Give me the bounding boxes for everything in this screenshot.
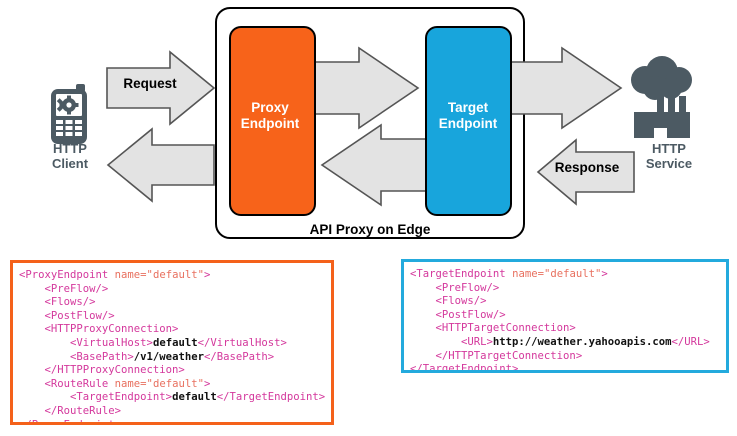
code-token-tag: <Flows/>	[44, 296, 96, 309]
code-token-tag: </URL>	[671, 335, 710, 348]
code-line: <Flows/>	[410, 295, 722, 309]
code-token-tag: <BasePath>	[70, 350, 134, 363]
client-response-arrow	[106, 127, 215, 203]
response-arrow-label: Response	[554, 160, 620, 175]
api-proxy-title: API Proxy on Edge	[309, 222, 431, 237]
code-token-tag: >	[203, 269, 211, 281]
code-token-tag: <RouteRule	[44, 377, 115, 390]
code-token-tag: <TargetEndpoint>	[70, 391, 173, 404]
request-arrow	[106, 50, 216, 126]
api-proxy-diagram	[51, 7, 692, 239]
code-token-text: default	[172, 391, 217, 404]
code-token-tag: <HTTPProxyConnection>	[44, 323, 179, 336]
code-line: <ProxyEndpoint name="default">	[19, 269, 327, 283]
http-service-label: HTTP Service	[645, 141, 693, 172]
code-token-tag: <PreFlow/>	[435, 281, 500, 294]
code-token-tag: <PreFlow/>	[44, 282, 109, 295]
target-endpoint-label: Target Endpoint	[438, 100, 498, 131]
code-line: </TargetEndpoint>	[410, 363, 722, 373]
code-token-text: /v1/weather	[133, 350, 204, 363]
code-line: <PreFlow/>	[19, 283, 327, 297]
code-token-tag: >	[203, 377, 211, 390]
code-line: <RouteRule name="default">	[19, 378, 327, 392]
code-token-tag: <PostFlow/>	[435, 308, 506, 321]
proxy-endpoint-label: Proxy Endpoint	[240, 100, 300, 131]
code-token-tag: <ProxyEndpoint	[19, 269, 115, 281]
code-token-tag: <URL>	[461, 335, 493, 348]
code-token-attr: name="default"	[114, 377, 204, 390]
target-endpoint-xml-block: <TargetEndpoint name="default"><PreFlow/…	[401, 259, 729, 373]
code-line: <PostFlow/>	[19, 310, 327, 324]
code-token-attr: name="default"	[114, 269, 204, 281]
code-line: </RouteRule>	[19, 405, 327, 419]
code-line: <VirtualHost>default</VirtualHost>	[19, 337, 327, 351]
code-token-attr: name="default"	[512, 268, 602, 280]
code-token-tag: </VirtualHost>	[197, 336, 287, 349]
code-line: <PreFlow/>	[410, 282, 722, 296]
target-endpoint-box[interactable]	[425, 26, 512, 216]
code-line: <URL>http://weather.yahooapis.com</URL>	[410, 336, 722, 350]
code-token-tag: <Flows/>	[435, 295, 487, 308]
http-client-label: HTTP Client	[51, 141, 89, 172]
code-token-tag: </TargetEndpoint>	[410, 363, 519, 373]
code-token-tag: <VirtualHost>	[70, 336, 153, 349]
code-token-tag: <HTTPTargetConnection>	[435, 322, 576, 335]
code-line: <BasePath>/v1/weather</BasePath>	[19, 351, 327, 365]
code-token-tag: </TargetEndpoint>	[216, 391, 326, 404]
code-line: <HTTPProxyConnection>	[19, 323, 327, 337]
code-token-tag: </BasePath>	[203, 350, 275, 363]
code-line: <HTTPTargetConnection>	[410, 322, 722, 336]
code-token-tag: </HTTPTargetConnection>	[435, 349, 583, 362]
code-token-tag: <PostFlow/>	[44, 309, 115, 322]
code-line: </ProxyEndpoint>	[19, 418, 327, 425]
code-line: <TargetEndpoint name="default">	[410, 268, 722, 282]
code-line: <TargetEndpoint>default</TargetEndpoint>	[19, 391, 327, 405]
proxy-endpoint-xml-block: <ProxyEndpoint name="default"><PreFlow/>…	[10, 260, 334, 425]
request-arrow-label: Request	[123, 76, 177, 91]
code-token-tag: >	[601, 268, 608, 280]
cloud-factory-icon	[631, 56, 692, 138]
mobile-phone-gear-icon	[51, 84, 87, 144]
code-token-tag: </RouteRule>	[44, 404, 122, 417]
code-token-tag: </HTTPProxyConnection>	[44, 364, 185, 377]
code-line: <PostFlow/>	[410, 309, 722, 323]
code-token-text: http://weather.yahooapis.com	[492, 335, 672, 348]
code-line: </HTTPProxyConnection>	[19, 364, 327, 378]
code-token-tag: </ProxyEndpoint>	[19, 418, 122, 425]
code-token-tag: <TargetEndpoint	[410, 268, 513, 280]
proxy-endpoint-box[interactable]	[229, 26, 316, 216]
code-line: </HTTPTargetConnection>	[410, 350, 722, 364]
code-line: <Flows/>	[19, 296, 327, 310]
code-token-text: default	[152, 336, 198, 349]
response-arrow	[536, 138, 635, 206]
